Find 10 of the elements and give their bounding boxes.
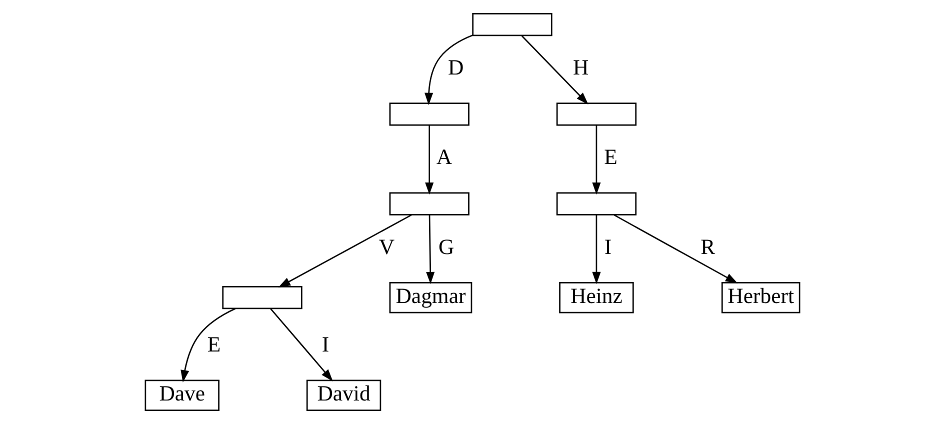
edge-label: E [206,332,220,357]
edge-label: A [436,145,450,170]
edge-label: D [448,56,464,80]
edge-label: R [700,234,715,259]
edge-label: E [604,145,617,170]
edge-label: V [378,234,394,259]
edge-label: H [572,56,588,80]
edge-label: I [321,332,329,357]
edge-label: G [438,234,454,259]
edge-label: I [604,234,612,259]
